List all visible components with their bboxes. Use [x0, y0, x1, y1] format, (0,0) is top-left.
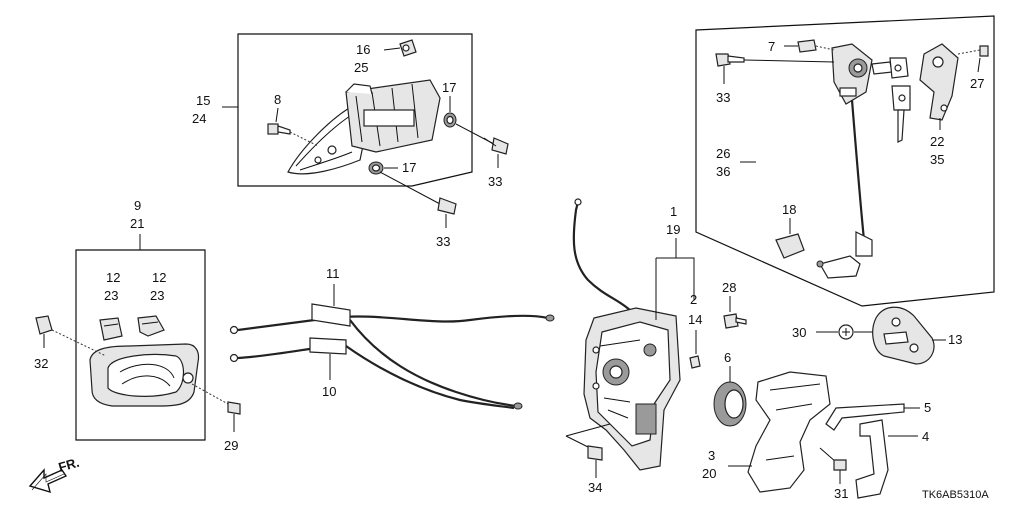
callout-12b: 12 — [152, 270, 166, 285]
callout-22: 22 — [930, 134, 944, 149]
clip-16 — [383, 39, 417, 57]
inside-handle-group — [35, 234, 241, 441]
callout-8: 8 — [274, 92, 281, 107]
clip-12b — [137, 315, 165, 337]
callout-11: 11 — [326, 266, 340, 281]
cables — [229, 284, 555, 410]
cable-10 — [229, 337, 515, 410]
door-lock-group — [565, 198, 747, 478]
callout-27: 27 — [970, 76, 984, 91]
callout-21: 21 — [130, 216, 144, 231]
callout-33c: 33 — [716, 90, 730, 105]
callout-3: 3 — [708, 448, 715, 463]
bolt-8 — [267, 107, 319, 147]
key-cylinder-group — [695, 15, 995, 307]
callout-10: 10 — [322, 384, 336, 399]
callout-24: 24 — [192, 111, 206, 126]
clip-32 — [35, 315, 107, 357]
callout-36: 36 — [716, 164, 730, 179]
grommet-17a — [443, 96, 457, 128]
callout-25: 25 — [354, 60, 368, 75]
callout-20: 20 — [702, 466, 716, 481]
callout-1: 1 — [670, 204, 677, 219]
callout-7: 7 — [768, 39, 775, 54]
seal-ring-6 — [713, 366, 747, 427]
callout-33b: 33 — [436, 234, 450, 249]
callout-23b: 23 — [150, 288, 164, 303]
front-direction-arrow — [28, 468, 68, 494]
grommet-17b — [368, 161, 398, 175]
callout-31: 31 — [834, 486, 848, 501]
callout-17b: 17 — [402, 160, 416, 175]
clip-12a — [99, 317, 123, 341]
callout-17a: 17 — [442, 80, 456, 95]
callout-19: 19 — [666, 222, 680, 237]
screw-30 — [816, 324, 878, 340]
rod-5 — [825, 403, 920, 431]
callout-29: 29 — [224, 438, 238, 453]
callout-6: 6 — [724, 350, 731, 365]
lower-right-parts — [713, 306, 946, 499]
inside-handle-part — [89, 343, 200, 407]
callout-13: 13 — [948, 332, 962, 347]
diagram-code: TK6AB5310A — [922, 489, 989, 501]
screw-29 — [191, 383, 241, 432]
outside-handle-part — [287, 79, 441, 175]
callout-23a: 23 — [104, 288, 118, 303]
callout-34: 34 — [588, 480, 602, 495]
clip-18 — [775, 218, 805, 259]
bolt-33c — [715, 53, 835, 84]
callout-labels: 1 19 2 14 28 6 5 4 3 20 31 30 13 34 9 21… — [34, 39, 989, 501]
protector-3 — [728, 371, 847, 493]
callout-5: 5 — [924, 400, 931, 415]
callout-4: 4 — [922, 429, 929, 444]
callout-18: 18 — [782, 202, 796, 217]
rod-4 — [855, 419, 918, 499]
outside-handle-group — [222, 33, 509, 228]
bolt-33a — [455, 123, 509, 168]
cable-11 — [229, 284, 555, 410]
clip-7 — [784, 39, 835, 53]
callout-32: 32 — [34, 356, 48, 371]
callout-35: 35 — [930, 152, 944, 167]
callout-14: 14 — [688, 312, 702, 327]
key-b — [891, 85, 911, 143]
key-cylinder — [816, 43, 873, 279]
bolt-33b — [379, 171, 457, 228]
screw-27 — [957, 45, 989, 73]
callout-12a: 12 — [106, 270, 120, 285]
callout-16: 16 — [356, 42, 370, 57]
callout-9: 9 — [134, 198, 141, 213]
callout-2: 2 — [690, 292, 697, 307]
callout-15: 15 — [196, 93, 210, 108]
bracket-22 — [919, 43, 959, 130]
callout-30: 30 — [792, 325, 806, 340]
striker-13 — [872, 306, 946, 365]
callout-26: 26 — [716, 146, 730, 161]
callout-28: 28 — [722, 280, 736, 295]
direction-label: FR. — [57, 455, 81, 475]
callout-33a: 33 — [488, 174, 502, 189]
key-a — [871, 57, 909, 79]
